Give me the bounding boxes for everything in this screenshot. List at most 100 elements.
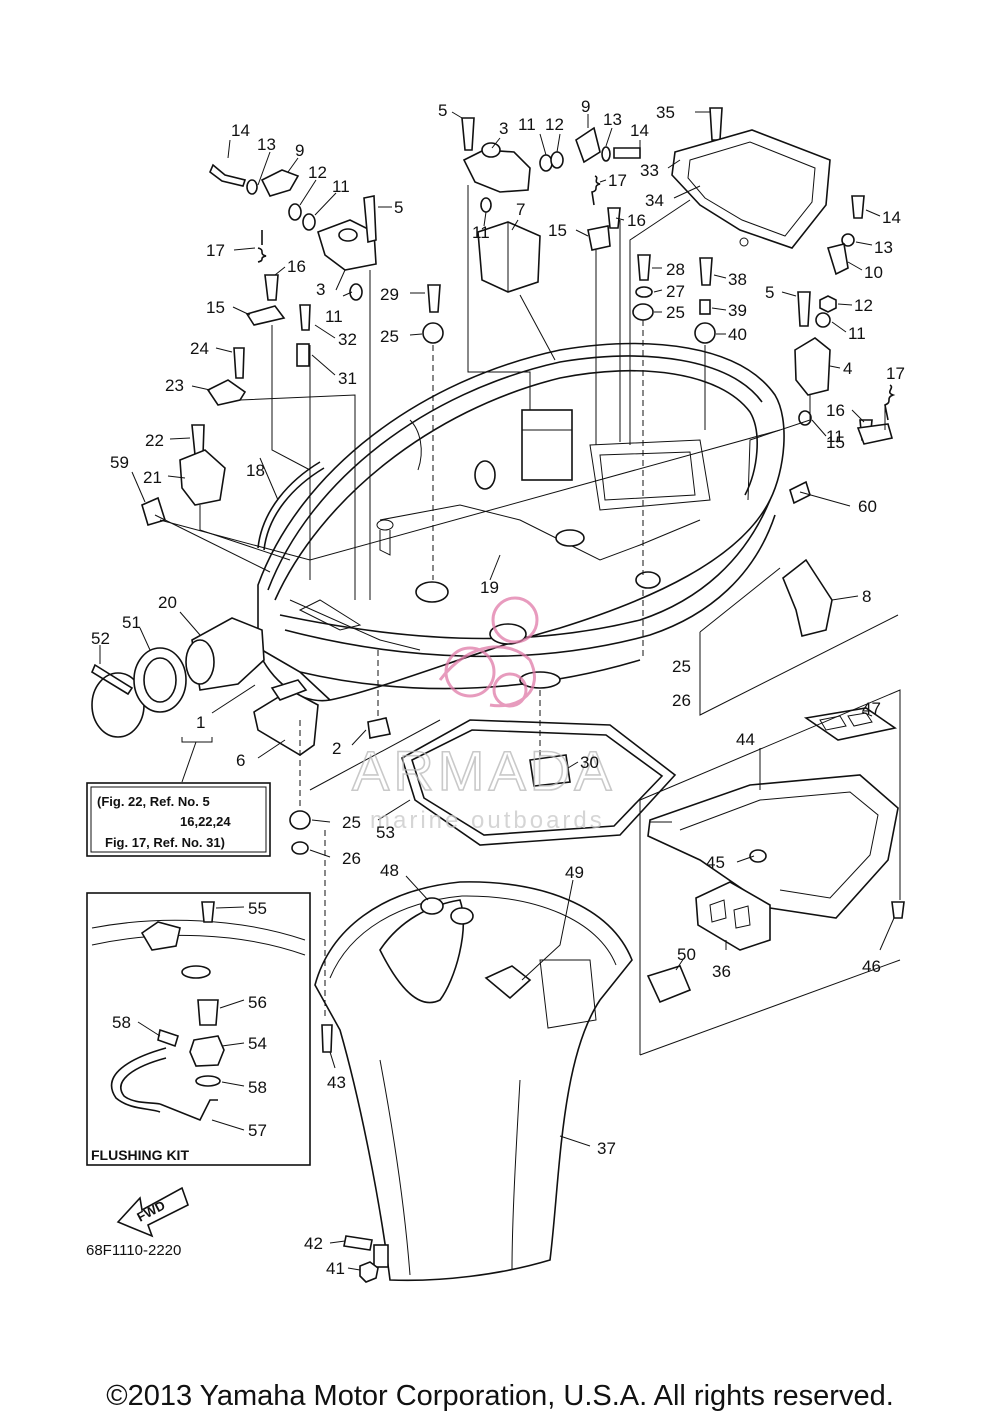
callout: 22 xyxy=(145,431,164,450)
callout: 36 xyxy=(712,962,731,981)
callout: 43 xyxy=(327,1073,346,1092)
callout: 5 xyxy=(394,198,403,217)
callout-labels: 14 13 9 12 11 5 17 16 3 11 15 32 31 24 2… xyxy=(91,97,905,1278)
callout: 39 xyxy=(728,301,747,320)
callout: 25 xyxy=(672,657,691,676)
callout: 35 xyxy=(656,103,675,122)
callout: 17 xyxy=(886,364,905,383)
callout: 24 xyxy=(190,339,209,358)
callout: 12 xyxy=(545,115,564,134)
callout: 11 xyxy=(518,115,536,134)
callout: 40 xyxy=(728,325,747,344)
callout: 3 xyxy=(499,119,508,138)
callout: 5 xyxy=(765,283,774,302)
callout: 10 xyxy=(864,263,883,282)
upper-right-hardware xyxy=(632,107,896,637)
callout: 11 xyxy=(826,427,844,446)
callout: 4 xyxy=(843,359,852,378)
fwd-arrow-icon xyxy=(116,1186,189,1238)
callout: 27 xyxy=(666,282,685,301)
callout: 13 xyxy=(874,238,893,257)
callout: 25 xyxy=(666,303,685,322)
callout: 59 xyxy=(110,453,129,472)
callout: 11 xyxy=(332,177,350,196)
callout: 12 xyxy=(854,296,873,315)
callout: 12 xyxy=(308,163,327,182)
armada-watermark: ARMADA marine outboards xyxy=(351,596,616,834)
callout: 14 xyxy=(630,121,649,140)
callout: 6 xyxy=(236,751,245,770)
callout: 54 xyxy=(248,1034,267,1053)
callout: 50 xyxy=(677,945,696,964)
reference-note-line-2: 16,22,24 xyxy=(180,814,231,829)
bottom-cowling xyxy=(257,342,785,702)
callout: 52 xyxy=(91,629,110,648)
callout: 3 xyxy=(316,280,325,299)
callout: 28 xyxy=(666,260,685,279)
callout: 11 xyxy=(472,223,490,242)
callout: 51 xyxy=(122,613,141,632)
callout: 33 xyxy=(640,161,659,180)
callout: 16 xyxy=(826,401,845,420)
callout: 9 xyxy=(581,97,590,116)
callout: 9 xyxy=(295,141,304,160)
watermark-brand: ARMADA xyxy=(352,739,616,802)
callout: 2 xyxy=(332,739,341,758)
callout: 29 xyxy=(380,285,399,304)
callout: 15 xyxy=(548,221,567,240)
callout: 23 xyxy=(165,376,184,395)
reference-note-line-1: (Fig. 22, Ref. No. 5 xyxy=(97,794,210,809)
lower-cover xyxy=(314,881,633,1283)
callout: 13 xyxy=(257,135,276,154)
callout: 30 xyxy=(580,753,599,772)
callout: 14 xyxy=(231,121,250,140)
callout: 17 xyxy=(206,241,225,260)
callout: 26 xyxy=(672,691,691,710)
callout: 32 xyxy=(338,330,357,349)
callout: 34 xyxy=(645,191,664,210)
callout: 7 xyxy=(516,200,525,219)
callout: 38 xyxy=(728,270,747,289)
flushing-kit-label: FLUSHING KIT xyxy=(91,1147,189,1163)
callout: 15 xyxy=(206,298,225,317)
flushing-kit-box xyxy=(86,892,311,1166)
callout: 46 xyxy=(862,957,881,976)
callout: 25 xyxy=(342,813,361,832)
callout: 19 xyxy=(480,578,499,597)
upper-left-hardware xyxy=(141,163,444,551)
left-side-parts xyxy=(90,617,391,855)
lower-right-parts xyxy=(646,707,905,1004)
lower-seal xyxy=(401,719,677,846)
callout: 60 xyxy=(858,497,877,516)
callout: 56 xyxy=(248,993,267,1012)
callout: 41 xyxy=(326,1259,345,1278)
callout: 49 xyxy=(565,863,584,882)
leader-lines xyxy=(99,111,901,1271)
callout: 8 xyxy=(862,587,871,606)
upper-center-hardware xyxy=(461,117,641,293)
callout: 15 xyxy=(826,433,845,452)
watermark-tagline: marine outboards xyxy=(370,807,605,834)
callout: 26 xyxy=(342,849,361,868)
callout: 11 xyxy=(325,307,343,326)
callout: 31 xyxy=(338,369,357,388)
callout: 55 xyxy=(248,899,267,918)
reference-note-line-3: Fig. 17, Ref. No. 31) xyxy=(105,835,225,850)
callout: 11 xyxy=(848,324,866,343)
callout: 48 xyxy=(380,861,399,880)
callout: 21 xyxy=(143,468,162,487)
callout: 1 xyxy=(196,713,205,732)
reference-note-box xyxy=(86,782,271,857)
callout: 16 xyxy=(287,257,306,276)
callout: 18 xyxy=(246,461,265,480)
callout: 20 xyxy=(158,593,177,612)
copyright-notice: ©2013 Yamaha Motor Corporation, U.S.A. A… xyxy=(106,1380,894,1412)
callout: 16 xyxy=(627,211,646,230)
callout: 13 xyxy=(603,110,622,129)
callout: 58 xyxy=(112,1013,131,1032)
callout: 17 xyxy=(608,171,627,190)
callout: 5 xyxy=(438,101,447,120)
callout: 37 xyxy=(597,1139,616,1158)
callout: 53 xyxy=(376,823,395,842)
callout: 42 xyxy=(304,1234,323,1253)
